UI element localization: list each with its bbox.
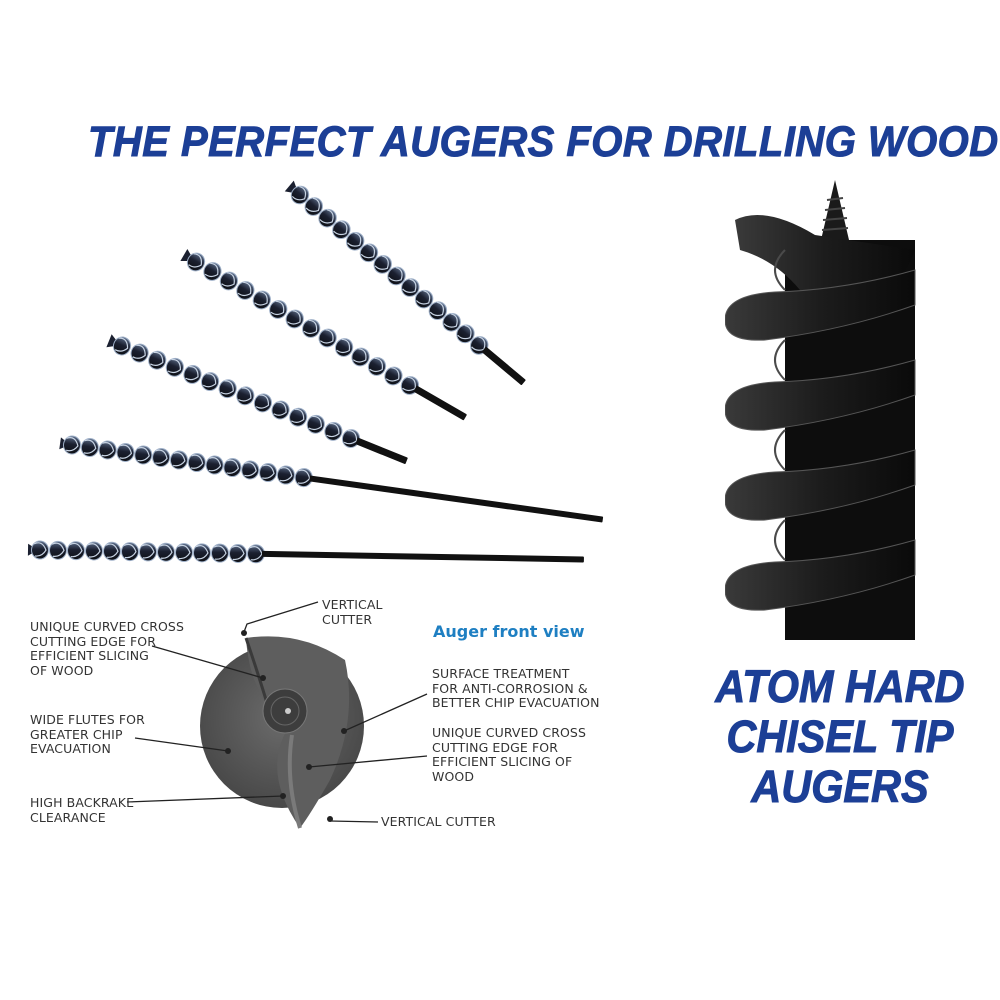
headline: THE PERFECT AUGERS FOR DRILLING WOOD — [88, 118, 999, 167]
auger-bits-illustration — [27, 180, 604, 564]
auger-bit-4 — [59, 434, 604, 523]
auger-bit-1 — [284, 180, 526, 385]
auger-bit-2 — [180, 248, 467, 421]
auger-front-view-diagram — [126, 601, 428, 829]
product-title: ATOM HARD CHISEL TIP AUGERS — [715, 661, 965, 812]
callout-vertical-cutter-bottom: VERTICAL CUTTER — [381, 814, 496, 829]
callout-vertical-cutter-top: VERTICAL CUTTER — [322, 597, 383, 627]
callout-surface-treatment: SURFACE TREATMENT FOR ANTI-CORROSION & B… — [432, 666, 600, 710]
auger-bit-3 — [106, 333, 408, 464]
callout-backrake: HIGH BACKRAKE CLEARANCE — [30, 795, 135, 825]
front-view-title: Auger front view — [433, 622, 585, 641]
chisel-tip-closeup — [725, 180, 916, 640]
callout-wide-flutes: WIDE FLUTES FOR GREATER CHIP EVACUATION — [30, 712, 145, 756]
callout-curved-edge-right: UNIQUE CURVED CROSS CUTTING EDGE FOR EFF… — [432, 725, 586, 784]
callout-curved-edge-left: UNIQUE CURVED CROSS CUTTING EDGE FOR EFF… — [30, 619, 184, 678]
auger-bit-5 — [27, 540, 584, 564]
